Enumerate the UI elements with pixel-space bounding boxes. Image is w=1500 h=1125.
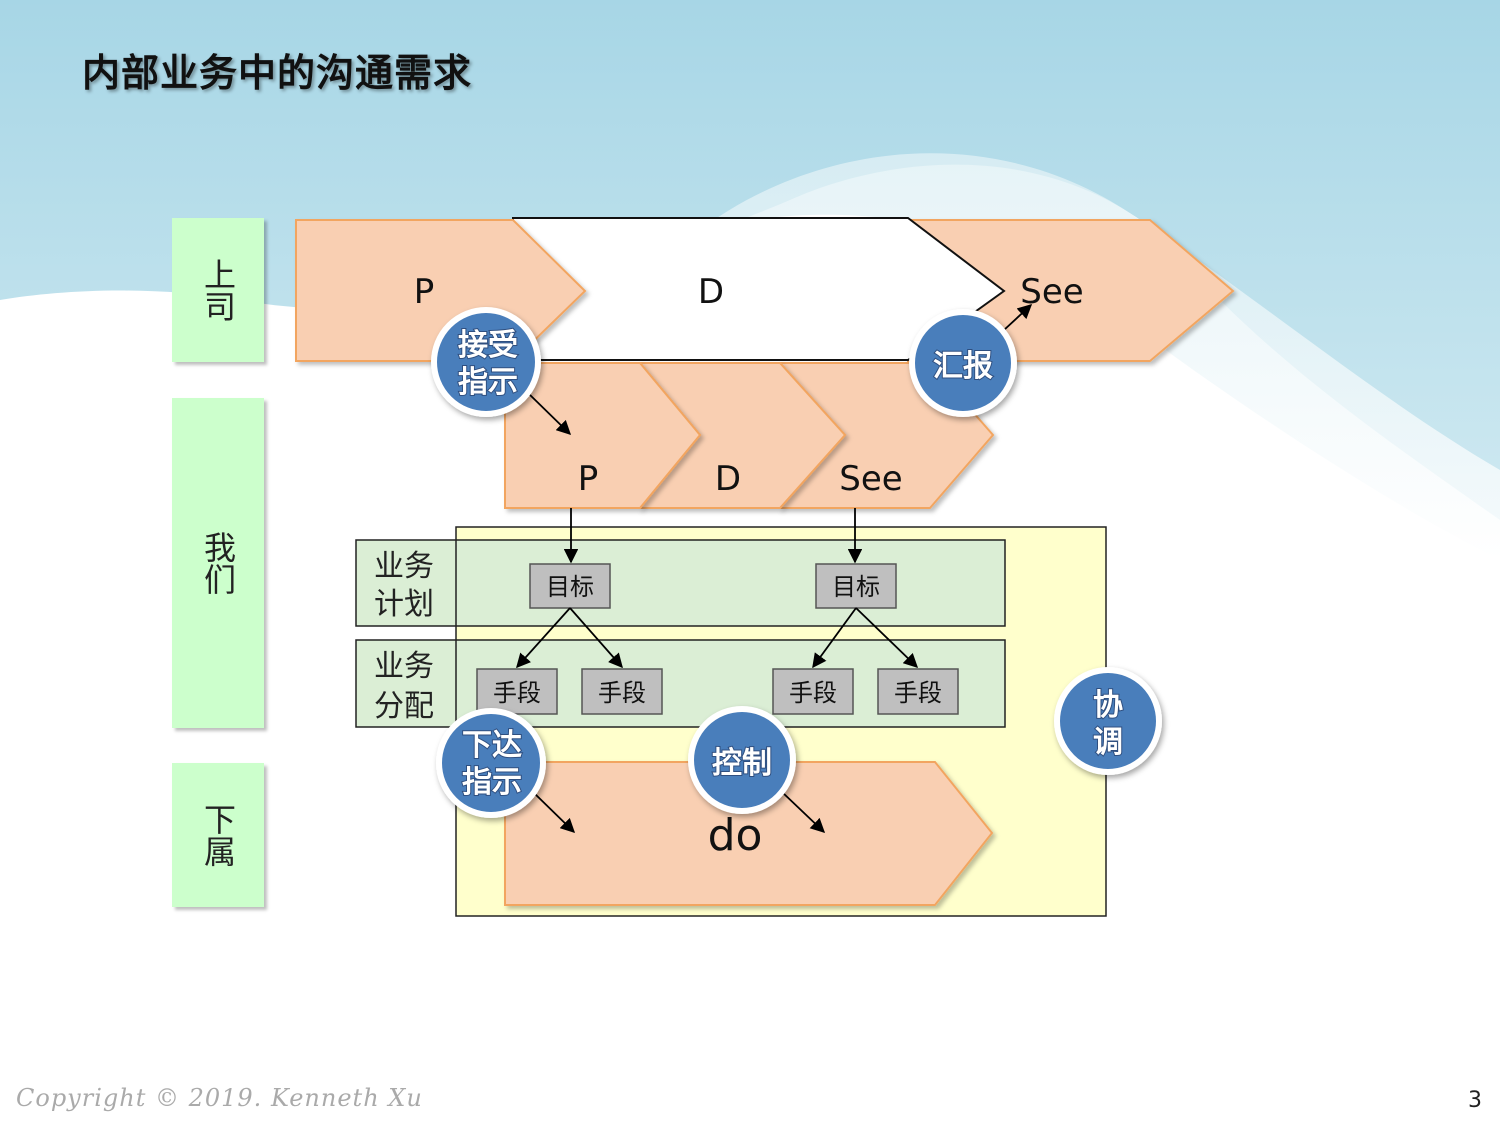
mid-see-label: See: [839, 459, 902, 499]
plan-label-line2: 计划: [374, 587, 434, 622]
row-label-subordinate: 下属: [172, 763, 264, 907]
top-p-label: P: [414, 272, 435, 312]
means-box-1: [476, 668, 558, 715]
do-label: do: [708, 810, 763, 861]
plan-band: [355, 539, 1006, 627]
mid-d-label: D: [715, 459, 741, 499]
means-box-3: [772, 668, 854, 715]
badge-control: [688, 706, 796, 814]
mid-p-label: P: [578, 459, 599, 499]
badge-issue-instruction: [436, 708, 546, 818]
goal-box-right: [815, 563, 897, 609]
badge-issue-line1: 下达: [462, 728, 522, 763]
badge-report: [909, 309, 1017, 417]
means-3-label: 手段: [789, 679, 837, 707]
badge-control-label: 控制: [712, 746, 772, 781]
top-d-label: D: [698, 272, 724, 312]
row-label-boss: 上司: [172, 218, 264, 362]
badge-issue-line2: 指示: [462, 765, 522, 800]
row-label-us: 我们: [172, 398, 264, 728]
goal-box-left: [529, 563, 611, 609]
badge-coordinate: [1054, 667, 1162, 775]
assign-label-line1: 业务: [374, 649, 434, 684]
means-1-label: 手段: [493, 679, 541, 707]
means-2-label: 手段: [598, 679, 646, 707]
badge-accept-line2: 指示: [458, 365, 518, 400]
means-box-4: [877, 668, 959, 715]
goal-right-label: 目标: [832, 573, 880, 601]
assign-label-line2: 分配: [374, 689, 434, 724]
copyright-footer: Copyright © 2019. Kenneth Xu: [16, 1084, 423, 1112]
page-number: 3: [1468, 1088, 1482, 1113]
do-chevron: [504, 761, 994, 906]
badge-accept-line1: 接受: [458, 328, 518, 363]
badge-accept-instruction: [431, 307, 541, 417]
plan-label-line1: 业务: [374, 549, 434, 584]
badge-report-label: 汇报: [933, 349, 993, 384]
means-4-label: 手段: [894, 679, 942, 707]
goal-left-label: 目标: [546, 573, 594, 601]
badge-coordinate-line1: 协: [1093, 688, 1123, 723]
badge-coordinate-line2: 调: [1093, 725, 1123, 760]
page-title: 内部业务中的沟通需求: [82, 51, 473, 95]
means-box-2: [581, 668, 663, 715]
mid-p-chevron: [504, 362, 702, 509]
